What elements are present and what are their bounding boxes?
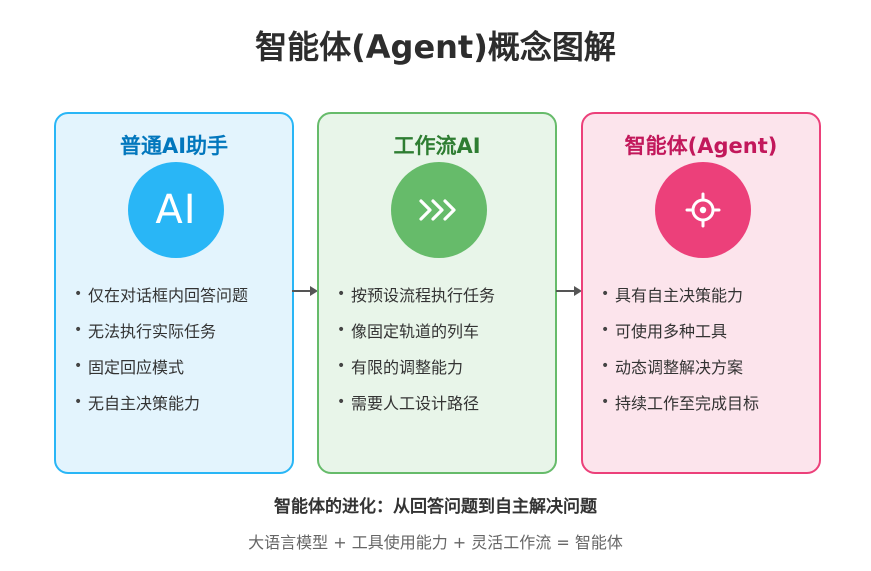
chevrons-glyph [419,199,456,221]
icon-label: AI [155,187,197,233]
bullet-dot: • [74,322,83,338]
bullet-dot: • [74,358,83,374]
list-item-text: 持续工作至完成目标 [615,394,760,413]
list-item-text: 像固定轨道的列车 [351,322,480,341]
list-item-text: 需要人工设计路径 [351,394,480,413]
bullet-dot: • [601,394,610,410]
bullet-dot: • [337,286,346,302]
list-item: • 可使用多种工具 [601,312,811,348]
card-title: 智能体(Agent) [624,134,778,158]
agent-formula: 大语言模型 + 工具使用能力 + 灵活工作流 = 智能体 [248,533,623,552]
bullet-dot: • [601,286,610,302]
list-item-text: 无法执行实际任务 [88,322,217,341]
list-item: • 动态调整解决方案 [601,348,811,384]
list-item-text: 无自主决策能力 [88,394,201,413]
list-item: • 无自主决策能力 [74,384,284,420]
card-title: 工作流AI [393,134,481,158]
list-item: • 具有自主决策能力 [601,276,811,312]
list-item-text: 有限的调整能力 [351,358,464,377]
card-workflow-ai: 工作流AI • 按预设流程执行任务 • 像固定轨道的列车 • 有限的调整能力 • 需要人… [317,112,557,474]
bullet-dot: • [74,394,83,410]
arrow-right-icon [292,286,318,296]
bullet-dot: • [337,358,346,374]
gear-glyph [685,192,721,228]
list-item: • 像固定轨道的列车 [337,312,547,348]
list-item-text: 具有自主决策能力 [615,286,744,305]
list-item: • 持续工作至完成目标 [601,384,811,420]
list-item: • 仅在对话框内回答问题 [74,276,284,312]
list-item: • 需要人工设计路径 [337,384,547,420]
list-item: • 有限的调整能力 [337,348,547,384]
bullet-dot: • [74,286,83,302]
gear-icon [655,162,751,258]
card-agent: 智能体(Agent) • 具有自主决策能力 • 可使用多种工具 • 动态调整解决方案 … [581,112,821,474]
list-item-text: 动态调整解决方案 [615,358,744,377]
card-title: 普通AI助手 [119,134,229,158]
list-item-text: 仅在对话框内回答问题 [88,286,249,305]
feature-list: • 仅在对话框内回答问题 • 无法执行实际任务 • 固定回应模式 • 无自主决策能力 [74,276,284,420]
card-basic-ai: 普通AI助手 AI • 仅在对话框内回答问题 • 无法执行实际任务 • 固定回应模式 … [54,112,294,474]
bullet-dot: • [601,358,610,374]
page-title: 智能体(Agent)概念图解 [255,28,616,66]
evolution-subtitle: 智能体的进化：从回答问题到自主解决问题 [274,497,597,517]
bullet-dot: • [601,322,610,338]
bullet-dot: • [337,394,346,410]
list-item-text: 可使用多种工具 [615,322,728,341]
list-item: • 固定回应模式 [74,348,284,384]
feature-list: • 具有自主决策能力 • 可使用多种工具 • 动态调整解决方案 • 持续工作至完成目标 [601,276,811,420]
list-item-text: 固定回应模式 [88,358,185,377]
ai-text-icon: AI [128,162,224,258]
arrow-right-icon [556,286,582,296]
list-item-text: 按预设流程执行任务 [351,286,496,305]
chevrons-right-icon [391,162,487,258]
bullet-dot: • [337,322,346,338]
feature-list: • 按预设流程执行任务 • 像固定轨道的列车 • 有限的调整能力 • 需要人工设计路径 [337,276,547,420]
list-item: • 按预设流程执行任务 [337,276,547,312]
list-item: • 无法执行实际任务 [74,312,284,348]
